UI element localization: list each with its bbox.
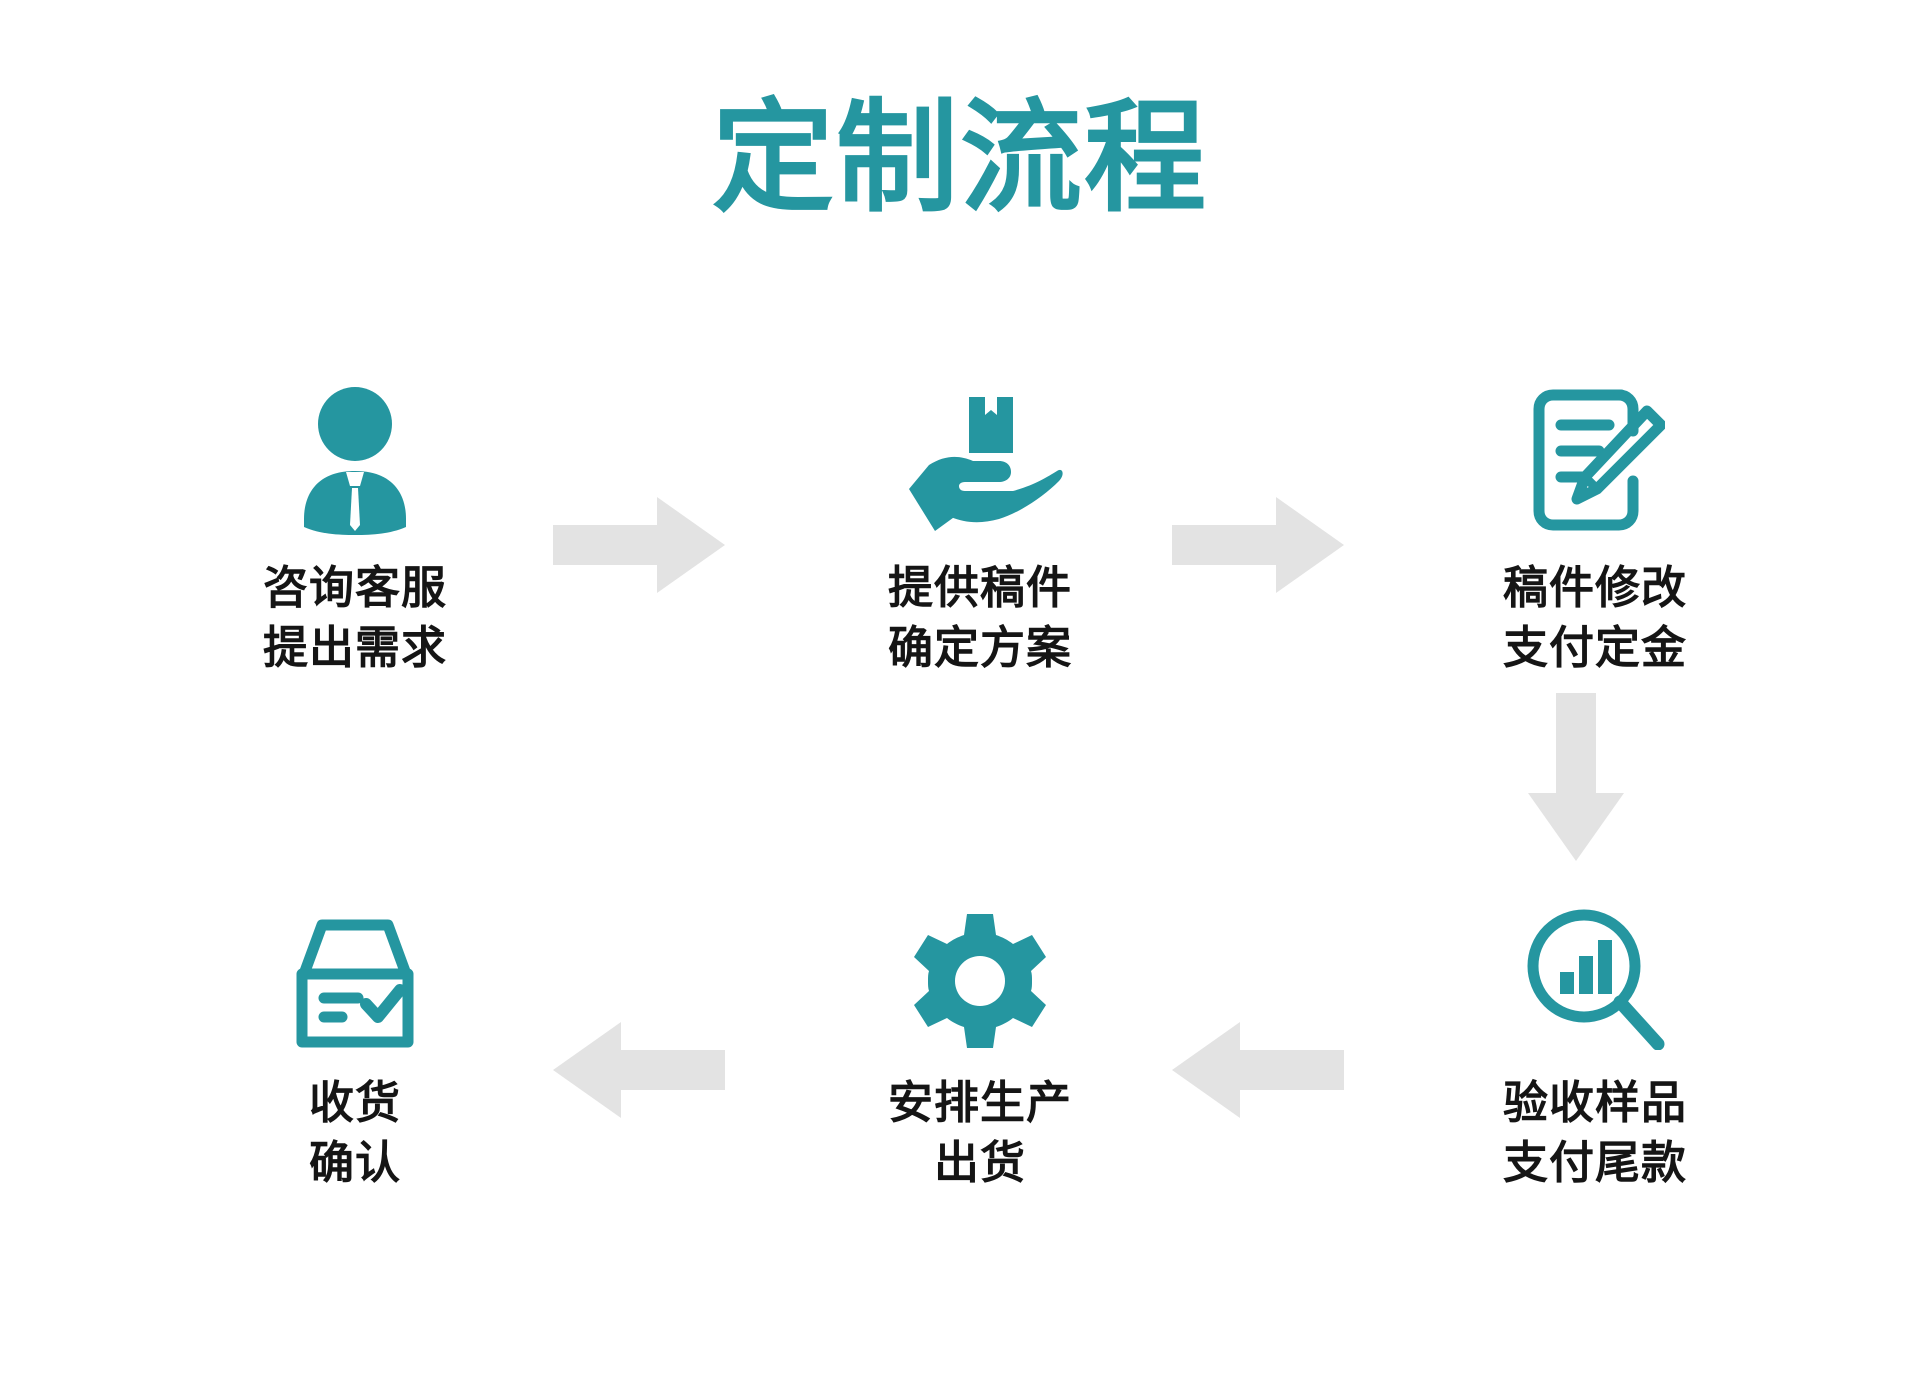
step-4-label: 验收样品 支付尾款 xyxy=(1425,1073,1765,1193)
step-4-label-line2: 支付尾款 xyxy=(1502,1136,1687,1188)
step-1-icon-wrap xyxy=(185,387,525,540)
step-provide-draft[interactable]: 提供稿件 确定方案 xyxy=(810,390,1150,678)
document-edit-pencil-icon xyxy=(1525,385,1667,540)
step-3-label-line1: 稿件修改 xyxy=(1502,562,1687,613)
step-4-label-line1: 验收样品 xyxy=(1502,1077,1687,1128)
step-revise-draft-pay-deposit[interactable]: 稿件修改 支付定金 xyxy=(1425,389,1765,678)
gear-icon xyxy=(911,912,1049,1055)
arrow-right-icon xyxy=(1172,497,1344,593)
open-box-check-icon xyxy=(282,918,428,1055)
step-1-label-line1: 咨询客服 xyxy=(262,562,447,613)
step-4-icon-wrap xyxy=(1425,905,1765,1055)
arrow-left-icon xyxy=(1172,1022,1344,1118)
arrow-down-icon xyxy=(1528,693,1624,861)
step-5-label-line1: 安排生产 xyxy=(887,1077,1072,1128)
hand-holding-box-icon xyxy=(895,393,1065,540)
arrow-right-icon xyxy=(553,497,725,593)
step-6-icon-wrap xyxy=(185,905,525,1055)
step-inspect-sample-pay-balance[interactable]: 验收样品 支付尾款 xyxy=(1425,905,1765,1193)
step-3-icon-wrap xyxy=(1425,389,1765,540)
step-5-label-line2: 出货 xyxy=(933,1136,1026,1188)
step-5-icon-wrap xyxy=(810,905,1150,1055)
step-2-icon-wrap xyxy=(810,390,1150,540)
step-6-label-line2: 确认 xyxy=(308,1136,401,1188)
step-arrange-production-ship[interactable]: 安排生产 出货 xyxy=(810,905,1150,1193)
page-title: 定制流程 xyxy=(712,90,1208,226)
step-2-label: 提供稿件 确定方案 xyxy=(810,558,1150,678)
step-1-label: 咨询客服 提出需求 xyxy=(185,558,525,678)
step-6-label: 收货 确认 xyxy=(185,1073,525,1193)
arrow-left-icon xyxy=(553,1022,725,1118)
step-consult-customer-service[interactable]: 咨询客服 提出需求 xyxy=(185,387,525,678)
magnifier-bar-chart-icon xyxy=(1522,904,1668,1055)
step-1-label-line2: 提出需求 xyxy=(262,621,447,673)
step-2-label-line2: 确定方案 xyxy=(887,621,1072,673)
step-3-label: 稿件修改 支付定金 xyxy=(1425,558,1765,678)
customer-service-person-icon xyxy=(290,387,420,540)
step-3-label-line2: 支付定金 xyxy=(1502,621,1687,673)
step-6-label-line1: 收货 xyxy=(308,1077,401,1128)
step-5-label: 安排生产 出货 xyxy=(810,1073,1150,1193)
step-receive-confirm[interactable]: 收货 确认 xyxy=(185,905,525,1193)
step-2-label-line1: 提供稿件 xyxy=(887,562,1072,613)
